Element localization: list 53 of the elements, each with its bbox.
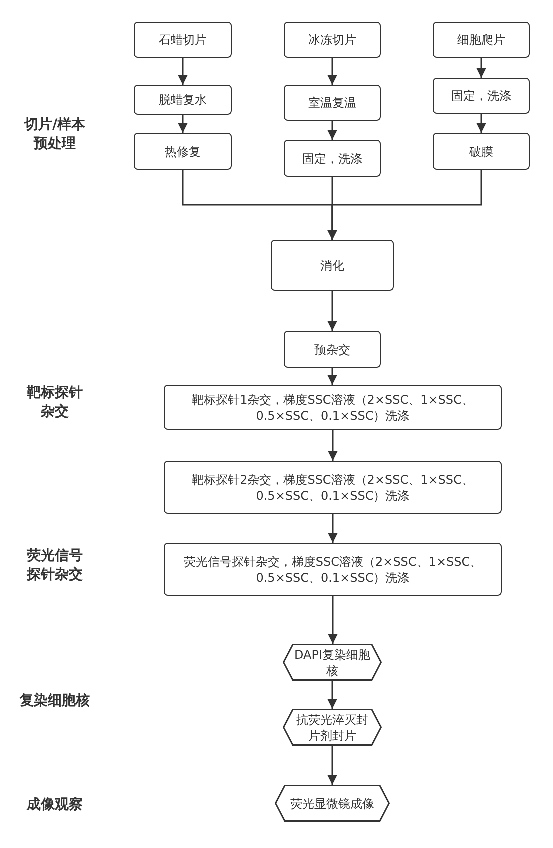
arrow — [328, 746, 338, 785]
process-box — [164, 461, 502, 514]
hexagon-step — [283, 709, 382, 746]
process-box — [433, 78, 530, 114]
process-box — [433, 22, 530, 58]
step-label: 细胞爬片 — [458, 32, 506, 48]
process-box — [284, 22, 381, 58]
arrow — [178, 115, 188, 133]
step-label: 石蜡切片 — [159, 32, 207, 48]
process-box — [433, 133, 530, 170]
step-label: DAPI复染细胞核 — [293, 646, 372, 678]
step-label: 热修复 — [165, 144, 201, 160]
process-box — [284, 140, 381, 177]
arrow — [328, 121, 338, 140]
step-label: 消化 — [320, 258, 344, 274]
step-label: 靶标探针2杂交，梯度SSC溶液（2×SSC、1×SSC、0.5×SSC、0.1×SSC）洗涤 — [191, 472, 475, 504]
process-box — [134, 22, 232, 58]
step-label: 冰冻切片 — [308, 32, 356, 48]
stage-label: 切片/样本预处理 — [23, 116, 87, 154]
step-label: 室温复温 — [308, 95, 356, 111]
arrow — [328, 596, 338, 644]
process-box — [134, 133, 232, 170]
arrow — [476, 58, 486, 78]
step-label: 预杂交 — [314, 342, 350, 358]
hexagon-step — [275, 785, 390, 822]
step-label: 固定，洗涤 — [302, 150, 362, 166]
arrow — [328, 368, 338, 385]
arrow — [328, 58, 338, 85]
arrow — [178, 58, 188, 85]
arrow — [328, 514, 338, 543]
process-box — [284, 331, 381, 368]
process-box — [284, 85, 381, 121]
stage-label: 靶标探针杂交 — [26, 384, 84, 422]
stage-label: 成像观察 — [26, 796, 84, 815]
arrow — [328, 430, 338, 461]
process-box — [164, 385, 502, 430]
process-box — [164, 543, 502, 596]
hexagon-step — [283, 644, 382, 681]
process-box — [271, 240, 394, 291]
step-label: 靶标探针1杂交，梯度SSC溶液（2×SSC、1×SSC、0.5×SSC、0.1×SSC）洗涤 — [191, 392, 475, 424]
stage-label: 复染细胞核 — [19, 692, 91, 711]
arrow — [328, 681, 338, 709]
step-label: 脱蜡复水 — [159, 92, 207, 108]
process-box — [134, 85, 232, 115]
arrow — [476, 114, 486, 133]
arrow — [328, 291, 338, 331]
arrow — [328, 170, 482, 240]
step-label: 破膜 — [470, 144, 494, 160]
step-label: 荧光显微镜成像 — [290, 796, 374, 812]
step-label: 荧光信号探针杂交，梯度SSC溶液（2×SSC、1×SSC、0.5×SSC、0.1×SSC）洗涤 — [182, 554, 484, 586]
stage-label: 荧光信号探针杂交 — [26, 547, 84, 585]
step-label: 抗荧光淬灭封片剂封片 — [296, 712, 370, 744]
step-label: 固定，洗涤 — [452, 88, 512, 104]
